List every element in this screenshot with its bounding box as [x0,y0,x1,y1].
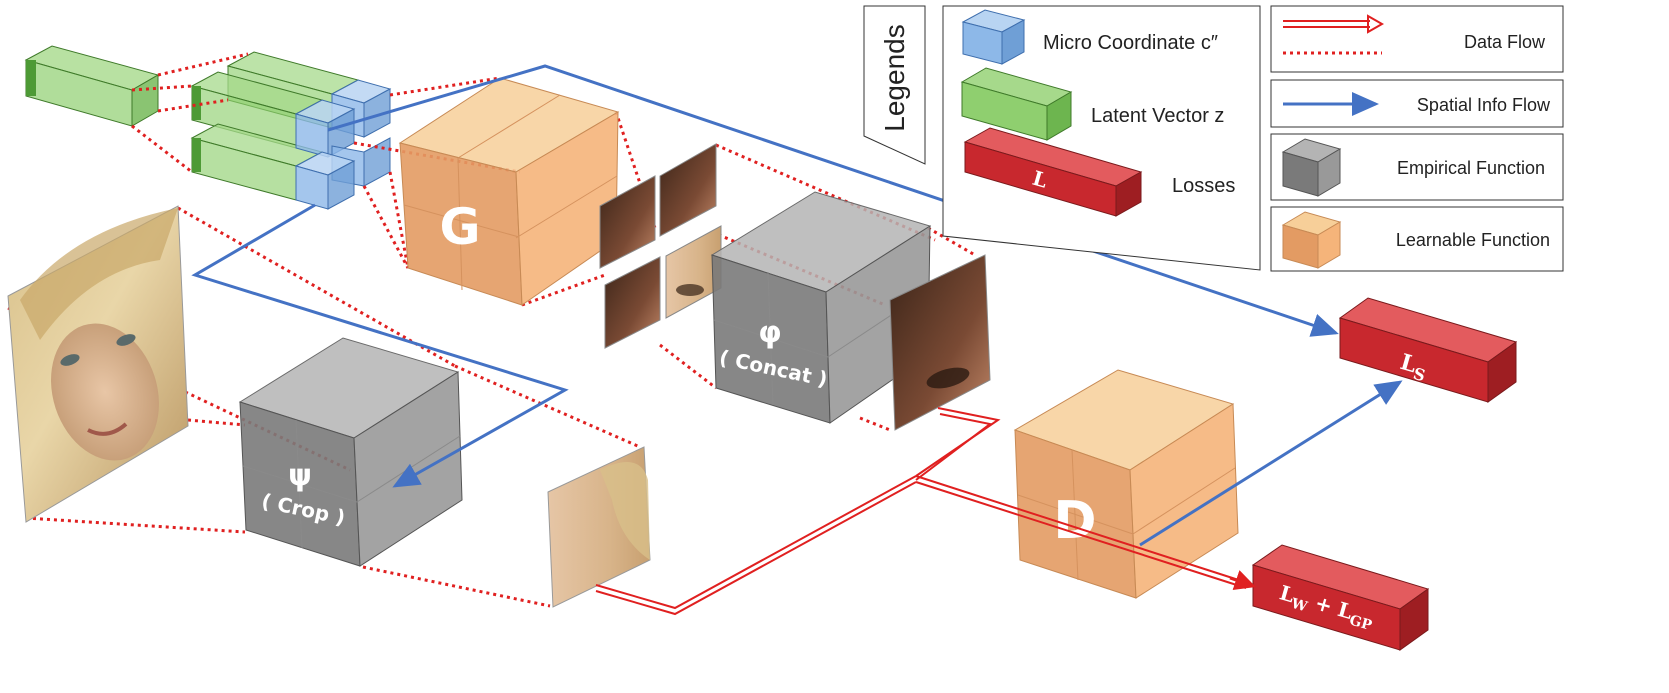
legend-label-learnable: Learnable Function [1396,230,1550,250]
data-flow-legend-icon [1283,14,1385,55]
legend-title: Legends [879,24,910,131]
empirical-function-icon [1281,138,1342,197]
loss-icon-symbol: L [1030,166,1050,193]
generator-label: G [439,198,480,256]
crop-cube: ψ ( Crop ) [238,337,463,567]
latent-vector-icon [960,67,1073,141]
loss-spatial-label: LS [1396,349,1430,385]
generator-cube: G [398,77,620,306]
legend-label-losses: Losses [1172,175,1235,197]
learnable-function-icon [1281,211,1342,269]
legend-box-data-flow [1270,5,1564,73]
micro-coordinate-icon [961,9,1026,65]
generated-patches [599,143,722,349]
loss-spatial-box: LS [1338,297,1518,403]
discriminator-label: D [1053,491,1096,551]
legend-box-elements [942,5,1261,271]
crop-symbol: ψ [288,458,312,493]
real-face-image [7,205,189,523]
latent-vector-input [24,45,160,127]
legend-panel: Legends Micro Coordinate c″ Latent Vecto… [863,5,1564,272]
legend-label-data-flow: Data Flow [1464,32,1546,52]
loss-icon: L [963,127,1143,217]
loss-adversarial-label: LW + LGP [1276,580,1377,634]
legend-label-spatial-flow: Spatial Info Flow [1417,95,1551,115]
latent-vector-stack [190,51,360,201]
generated-face-image [889,254,991,431]
legend-label-empirical: Empirical Function [1397,158,1545,178]
legend-label-micro: Micro Coordinate c″ [1043,32,1218,54]
concat-symbol: φ [758,315,781,350]
concat-cube: φ ( Concat ) [710,191,932,424]
legend-label-latent: Latent Vector z [1091,105,1224,127]
discriminator-cube: D [1013,369,1239,599]
loss-adversarial-box: LW + LGP [1251,544,1430,651]
data-flow-arrowhead [1229,570,1256,591]
cropped-real-patch [547,446,651,608]
data-flow-lines [595,407,1249,616]
